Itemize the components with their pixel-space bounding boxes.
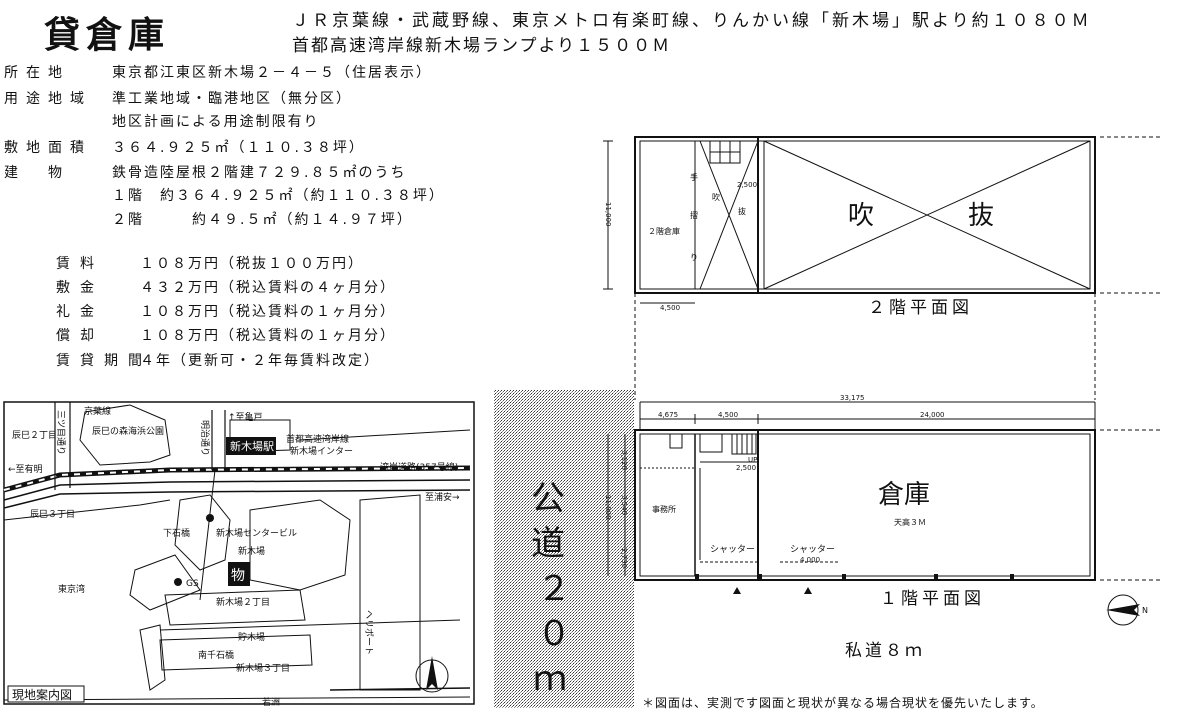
dimension-label: 4,500 [718,411,738,419]
map-station-label: 新木場駅 [230,439,274,453]
spec-row: 所在地東京都江東区新木場２－４－５（住居表示） [4,65,432,81]
spec-row: １階 約３６４.９２５㎡（約１１０.３８坪） [112,188,445,204]
dimension-label: 2,500 [736,464,756,472]
map-label: 京葉線 [84,405,111,417]
map-label: 湾岸道路(357号線) [380,461,458,473]
ceiling-height-label: 天高３Ｍ [894,517,926,527]
map-label: ↑至亀戸 [228,411,263,423]
center-building-marker [206,514,214,522]
spec-row: ２階 約４９.５㎡（約１４.９７坪） [112,212,413,228]
up-label: UP [748,456,757,464]
dimension-label: 3,120 [620,450,628,470]
map-label: 辰巳の森海浜公園 [92,425,164,437]
page-title: 貸倉庫 [44,15,171,56]
access-line-road: 首都高速湾岸線新木場ランプより１５００Ｍ [292,36,672,56]
plan-north-arrow: N [1106,594,1148,626]
dimension-label: 4,500 [660,304,680,312]
dimension-label: 11,000 [604,495,612,520]
map-label: 若洲 [262,696,280,708]
map-label: 新木場 [238,545,265,557]
dimension-label: 2,730 [620,548,628,568]
site-map: 辰巳２丁目 京葉線 辰巳の森海浜公園 ←至有明 辰巳３丁目 ↑至亀戸 新木場駅 … [3,401,475,708]
spec-row: 建 物鉄骨造陸屋根２階建７２９.８５㎡のうち [4,165,407,181]
map-label: 貯木場 [238,631,265,643]
map-caption: 現地案内図 [12,687,72,702]
access-line-train: ＪＲ京葉線・武蔵野線、東京メトロ有楽町線、りんかい線「新木場」駅より約１０８０Ｍ [292,11,1092,31]
svg-text:N: N [1142,606,1148,615]
map-label: 東京湾 [58,583,85,595]
warehouse-label: 倉庫 [878,480,930,510]
office-label: 事務所 [652,504,676,514]
map-label: 新木場インター [290,445,353,457]
dimension-label: 24,000 [920,411,945,419]
station-marker [226,437,276,455]
wangan-road [3,479,471,501]
fee-row: 賃貸期間４年（更新可・２年毎賃料改定） [56,353,380,369]
dimension-label: 4,000 [800,556,820,564]
public-road-strip: 公 道 ２ ０ ｍ [494,390,634,708]
floor2-storage-label: ２階倉庫 [648,226,680,236]
map-property-label: 物 [231,568,245,584]
stair-label: り [690,253,698,262]
map-label: 南千石橋 [198,649,234,661]
stair-label: 摺 [690,210,698,220]
map-label: 新木場３丁目 [236,662,290,674]
map-frame [3,401,475,705]
map-label: ←至有明 [8,463,43,475]
map-label: 明治通り [199,420,211,456]
map-label: 至浦安→ [425,491,460,503]
fukinuke-char: 抜 [968,201,994,231]
spec-row: 用途地域準工業地域・臨港地区（無分区） [4,91,352,107]
small-void-label: 吹 [712,192,720,202]
map-label: ヘリポート [363,610,374,655]
fukinuke-char: 吹 [848,201,874,231]
map-label: GS [186,579,199,589]
shutter-label: シャッター [790,544,835,555]
private-road-label: 私道８ｍ [845,641,925,661]
public-road-char: 公 [531,479,565,519]
map-label: 三ツ目通り [55,410,66,455]
small-void-label: 抜 [738,206,746,216]
floor1-label: １階平面図 [880,589,985,609]
dimension-label: 33,175 [840,394,865,402]
dimension-label: 11,000 [604,202,612,227]
floor2-label: ２階平面図 [868,298,973,318]
floor2-plan: 吹 抜 ２階倉庫 手 摺 り 吹 抜 2,500 11,000 4,500 ２階… [603,136,1160,400]
public-road-char: ２ [537,569,571,609]
shutter-label: シャッター [710,544,755,555]
gas-station-marker [174,578,182,586]
map-label: 新木場２丁目 [216,596,270,608]
footnote: ＊図面は、実測です図面と現状が異なる場合現状を優先いたします。 [642,696,1044,710]
public-road-char: 道 [531,524,565,564]
spec-row: 地区計画による用途制限有り [112,114,320,130]
dimension-label: 2,500 [737,181,757,189]
map-label: 新木場センタービル [216,527,297,539]
public-road-char: ｍ [533,659,567,699]
dimension-label: 3,540 [620,495,628,515]
floor1-plan: 33,175 4,675 4,500 24,000 UP 2,500 シャッター… [604,394,1160,661]
dimension-label: 4,675 [658,411,678,419]
map-label: 下石橋 [163,527,190,539]
property-marker [228,562,250,586]
stair-label: 手 [690,172,698,182]
public-road-char: ０ [537,614,571,654]
map-label: 辰巳２丁目 [12,430,57,441]
map-label: 辰巳３丁目 [30,509,75,520]
map-north-arrow [415,656,449,693]
map-label: 首都高速湾岸線 [286,433,349,445]
